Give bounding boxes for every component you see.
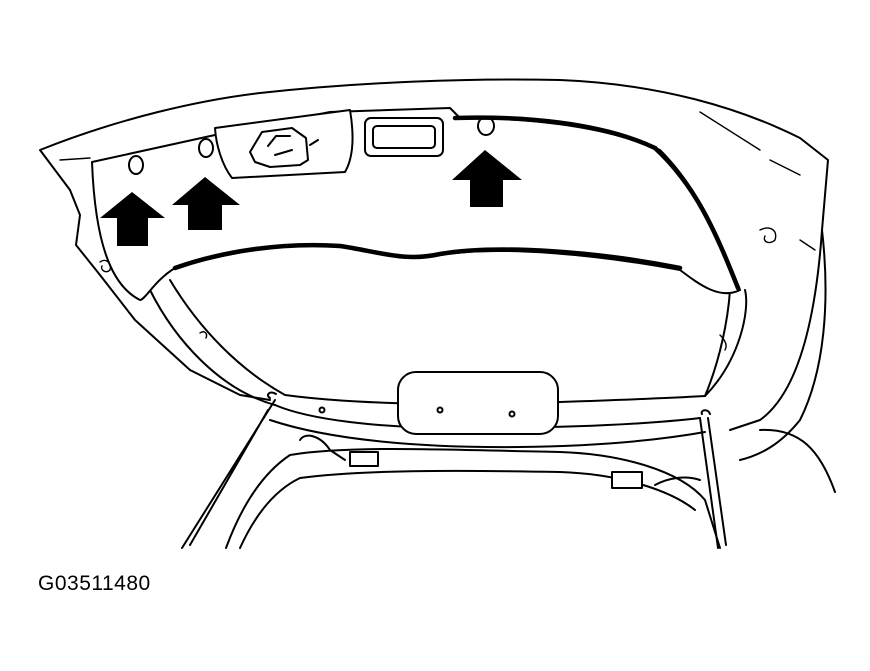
latch-wire-left bbox=[299, 434, 346, 461]
center-light-housing bbox=[397, 371, 559, 435]
figure-id-label: G03511480 bbox=[38, 572, 151, 595]
trim-panel-edge bbox=[172, 115, 741, 291]
right-gas-strut bbox=[699, 409, 727, 549]
clip-hole-3 bbox=[477, 116, 495, 136]
center-light-screw-1 bbox=[436, 406, 444, 414]
arrow-clip-1 bbox=[100, 192, 165, 246]
handle-recess-inner bbox=[372, 125, 436, 149]
left-gas-strut bbox=[181, 391, 277, 549]
left-side-details bbox=[59, 157, 208, 339]
center-light-screw-2 bbox=[508, 410, 516, 418]
lamp-housing bbox=[214, 109, 354, 179]
frame-screw bbox=[318, 406, 326, 414]
vehicle-body-right bbox=[759, 428, 836, 493]
liftgate-outer-shell bbox=[39, 78, 829, 431]
arrow-clip-2 bbox=[172, 177, 240, 230]
lamp-bracket bbox=[249, 127, 319, 168]
liftgate-inner-opening-lower bbox=[149, 289, 748, 406]
latch-bracket-right bbox=[611, 471, 643, 489]
clip-hole-2 bbox=[198, 138, 214, 158]
right-panel-details bbox=[699, 111, 816, 351]
liftgate-lower-edge-2 bbox=[269, 419, 706, 449]
latch-wire-right bbox=[654, 476, 701, 486]
handle-recess bbox=[364, 117, 444, 157]
body-opening bbox=[225, 447, 721, 549]
liftgate-right-frame bbox=[739, 229, 827, 461]
latch-bracket-left bbox=[349, 451, 379, 467]
clip-hole-1 bbox=[128, 155, 144, 175]
arrow-clip-3 bbox=[452, 150, 522, 207]
